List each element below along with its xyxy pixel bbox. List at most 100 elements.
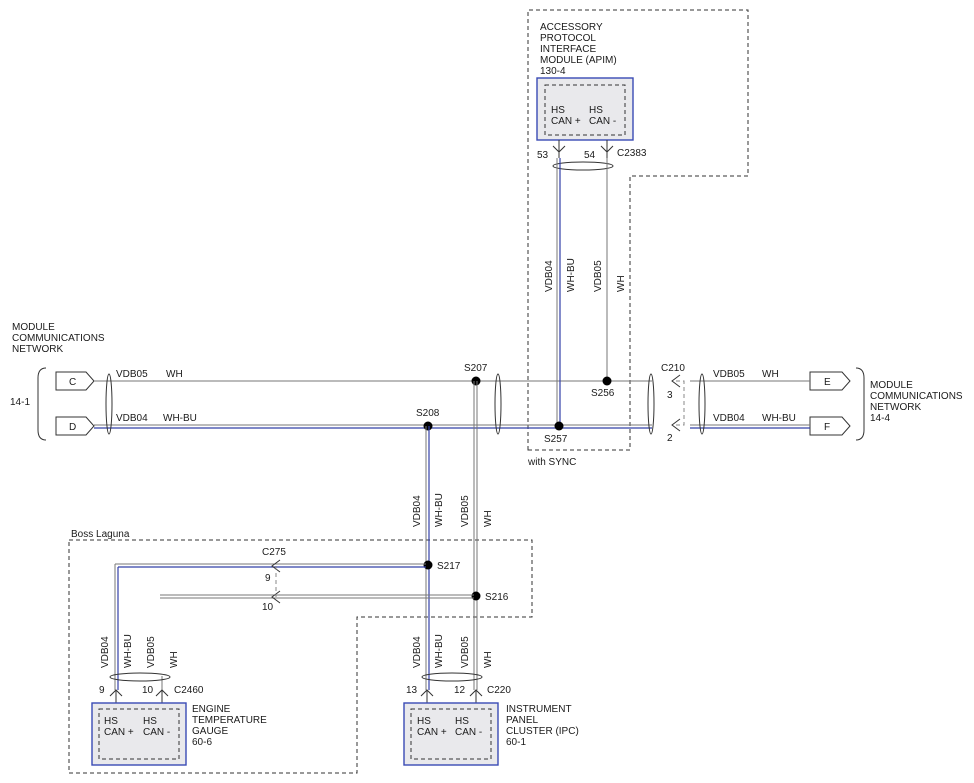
ipc-pin12-label-1: HS (455, 716, 469, 727)
splice-s256 (602, 376, 612, 386)
terminal-e[interactable] (809, 371, 851, 391)
terminal-d-label: D (69, 422, 76, 433)
etg-pin9-label-1: HS (104, 716, 118, 727)
ipc-vdb05-label: VDB05 (460, 636, 471, 668)
ipc-name-3: CLUSTER (IPC) (506, 726, 579, 737)
apim-pin-53: 53 (537, 150, 549, 161)
ipc-pin13-symbol (420, 689, 434, 703)
etg-pin9-label-2: CAN + (104, 727, 134, 738)
apim-option-boundary (527, 9, 749, 451)
right-network-title-1: MODULE (870, 380, 913, 391)
trunk-whbu-label: WH-BU (434, 493, 445, 527)
splice-s207 (471, 376, 481, 386)
terminal-c-label: C (69, 377, 76, 388)
apim-pin54-label-2: CAN - (589, 116, 616, 127)
ipc-vdb04-label: VDB04 (412, 636, 423, 668)
c210-pin-2: 2 (667, 433, 673, 444)
etg-whbu-label: WH-BU (123, 634, 134, 668)
splice-s217-label: S217 (437, 561, 461, 572)
ipc-pin-area (410, 708, 492, 760)
splice-s208 (423, 421, 433, 431)
etg-name-1: ENGINE (192, 704, 231, 715)
left-network-title-3: NETWORK (12, 344, 63, 355)
etg-module[interactable] (91, 702, 187, 766)
ipc-pin-13: 13 (406, 685, 418, 696)
apim-pin53-symbol (552, 140, 566, 158)
splice-s217 (423, 560, 433, 570)
c210-body (676, 380, 685, 426)
apim-name-2: PROTOCOL (540, 33, 596, 44)
apim-pin54-symbol (600, 140, 614, 158)
option-box-label: Boss Laguna (71, 529, 130, 540)
etg-twist-marker (109, 672, 171, 682)
splice-s216-label: S216 (485, 592, 509, 603)
etg-vdb05-label: VDB05 (146, 636, 157, 668)
apim-vdb05-label: VDB05 (593, 260, 604, 292)
terminal-f[interactable] (809, 416, 851, 436)
left-wh-label: WH (166, 369, 183, 380)
ipc-pin12-label-2: CAN - (455, 727, 482, 738)
apim-pin-54: 54 (584, 150, 596, 161)
splice-s256-label: S256 (591, 388, 615, 399)
apim-name-1: ACCESSORY (540, 22, 603, 33)
twist-marker-right-b (698, 373, 706, 435)
etg-name-3: GAUGE (192, 726, 228, 737)
ipc-wh-label: WH (483, 651, 494, 668)
right-wh-label: WH (762, 369, 779, 380)
left-whbu-label: WH-BU (163, 413, 197, 424)
ipc-connector: C220 (487, 685, 511, 696)
etg-connector: C2460 (174, 685, 204, 696)
apim-twist-marker (552, 161, 614, 171)
splice-s208-label: S208 (416, 408, 440, 419)
trunk-vdb04-label: VDB04 (412, 495, 423, 527)
ipc-ref: 60-1 (506, 737, 526, 748)
apim-ref: 130-4 (540, 66, 566, 77)
apim-pin53-label-2: CAN + (551, 116, 581, 127)
etg-pin-area (98, 708, 180, 760)
etg-pin10-symbol (155, 689, 169, 703)
ipc-pin-12: 12 (454, 685, 466, 696)
splice-s257-label: S257 (544, 434, 568, 445)
ipc-pin12-symbol (469, 689, 483, 703)
splice-s216 (471, 591, 481, 601)
c210-pin-3-symbol (671, 374, 681, 388)
ipc-module[interactable] (403, 702, 499, 766)
right-network-title-3: NETWORK (870, 402, 921, 413)
c275-pin-10-symbol (271, 590, 281, 604)
left-vdb04-label: VDB04 (116, 413, 148, 424)
c275-pin-10: 10 (262, 602, 274, 613)
c210-label: C210 (661, 363, 685, 374)
etg-name-2: TEMPERATURE (192, 715, 267, 726)
left-bracket (37, 367, 47, 441)
apim-connector: C2383 (617, 148, 647, 159)
ipc-twist-marker (421, 672, 483, 682)
twist-marker-mid (494, 373, 502, 435)
twist-marker-left (105, 373, 113, 435)
terminal-f-label: F (824, 422, 830, 433)
etg-pin9-symbol (109, 689, 123, 703)
etg-vdb04-label: VDB04 (100, 636, 111, 668)
terminal-c[interactable] (55, 371, 95, 391)
etg-pin10-label-1: HS (143, 716, 157, 727)
etg-pin-9: 9 (99, 685, 105, 696)
ipc-name-2: PANEL (506, 715, 538, 726)
ipc-pin13-label-1: HS (417, 716, 431, 727)
terminal-e-label: E (824, 377, 831, 388)
left-vdb05-label: VDB05 (116, 369, 148, 380)
apim-wh-label: WH (616, 275, 627, 292)
c275-label: C275 (262, 547, 286, 558)
twist-marker-right-a (647, 373, 655, 435)
apim-name-3: INTERFACE (540, 44, 596, 55)
apim-whbu-label: WH-BU (566, 258, 577, 292)
apim-pin54-label-1: HS (589, 105, 603, 116)
right-vdb05-label: VDB05 (713, 369, 745, 380)
etg-ref: 60-6 (192, 737, 212, 748)
splice-s257 (554, 421, 564, 431)
apim-module[interactable] (536, 77, 634, 141)
right-whbu-label: WH-BU (762, 413, 796, 424)
splice-s207-label: S207 (464, 363, 488, 374)
terminal-d[interactable] (55, 416, 95, 436)
apim-note: with SYNC (527, 457, 576, 468)
c275-pin-9: 9 (265, 573, 271, 584)
